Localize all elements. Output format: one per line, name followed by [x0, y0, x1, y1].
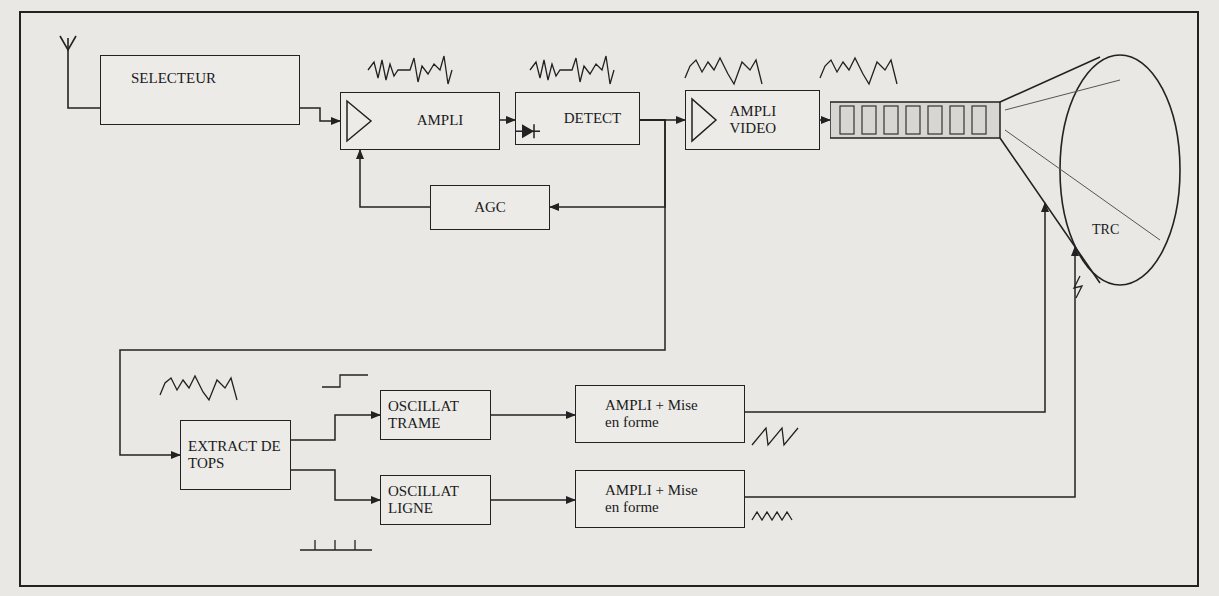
- box-label: AMPLI + Mise en forme: [605, 397, 715, 432]
- box-label: AMPLI VIDEO: [730, 103, 810, 138]
- box-label: AMPLI + Mise en forme: [605, 482, 715, 517]
- amplifier-symbol: [686, 91, 726, 151]
- signal-wire: [291, 470, 380, 500]
- amplifier-symbol: [341, 93, 381, 151]
- crt-label: TRC: [1092, 222, 1119, 238]
- process-box: AGC: [430, 185, 550, 230]
- diode-symbol: [516, 93, 556, 146]
- amplifier-box: AMPLI: [340, 92, 500, 150]
- box-label: AGC: [474, 199, 506, 216]
- signal-wire: [300, 108, 340, 121]
- box-label: DETECT: [564, 110, 622, 127]
- box-label: EXTRACT DE TOPS: [188, 438, 283, 473]
- crt-tube: TRC: [830, 40, 1195, 320]
- process-box: EXTRACT DE TOPS: [180, 420, 291, 490]
- box-label: OSCILLAT LIGNE: [388, 483, 483, 518]
- box-label: OSCILLAT TRAME: [388, 398, 483, 433]
- process-box: AMPLI + Mise en forme: [575, 470, 745, 528]
- frame: [20, 12, 1198, 586]
- signal-wire: [491, 414, 575, 416]
- signal-wire: [745, 247, 1075, 497]
- signal-wire: [360, 150, 430, 207]
- signal-wire: [820, 119, 830, 121]
- oscillator-box: OSCILLAT TRAME: [380, 390, 491, 440]
- waveform: [160, 56, 897, 550]
- box-label: SELECTEUR: [131, 70, 216, 87]
- video-amplifier-box: AMPLI VIDEO: [685, 90, 820, 150]
- crt-outline: [830, 40, 1195, 320]
- signal-wire: [491, 499, 575, 501]
- box-label: AMPLI: [417, 112, 464, 129]
- signal-wire: [500, 119, 515, 121]
- oscillator-box: OSCILLAT LIGNE: [380, 475, 491, 525]
- detector-box: DETECT: [515, 92, 640, 145]
- signal-wire: [745, 203, 1045, 412]
- process-box: AMPLI + Mise en forme: [575, 385, 745, 443]
- antenna-symbol: [60, 36, 100, 108]
- signal-wire: [291, 415, 380, 440]
- process-box: SELECTEUR: [100, 55, 300, 125]
